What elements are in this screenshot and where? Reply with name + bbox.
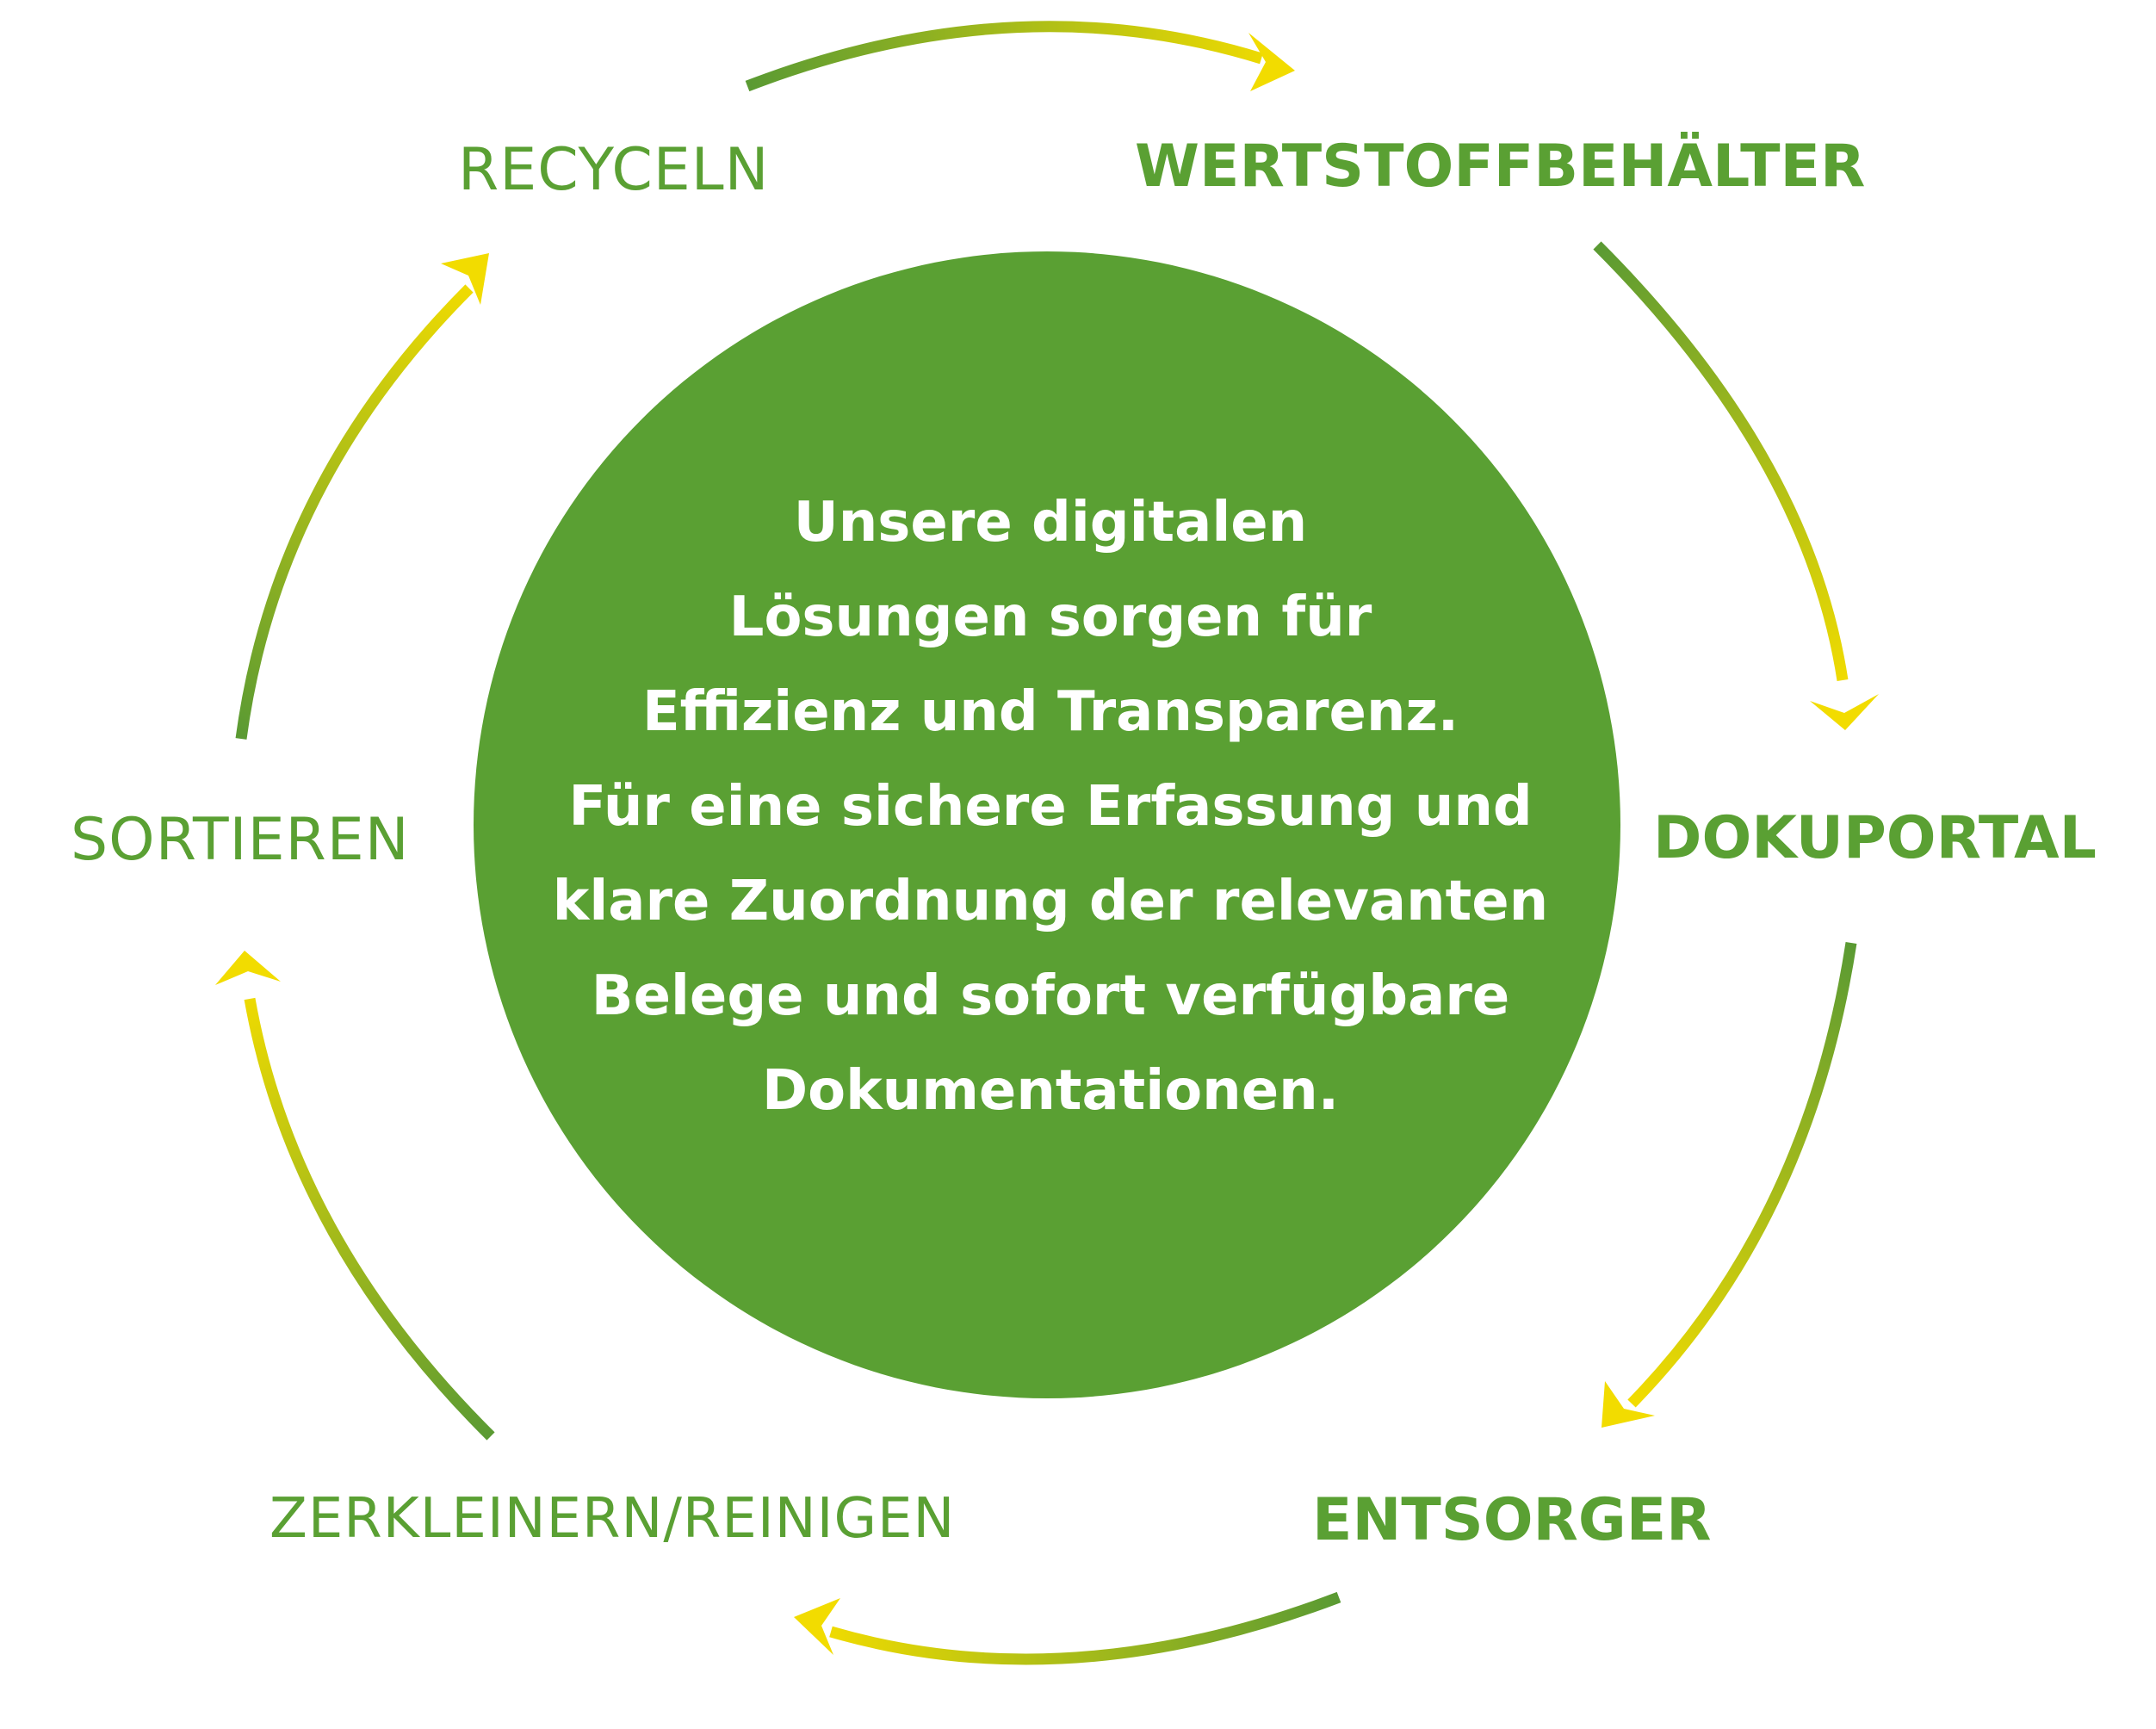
center-text-line: Unsere digitalen — [793, 491, 1308, 555]
center-text-line: Für eine sichere Erfassung und — [568, 775, 1533, 839]
arrowhead-entsorger — [1602, 1381, 1655, 1428]
arrowhead-recyceln — [441, 253, 489, 305]
step-label-entsorger: ENTSORGER — [1312, 1486, 1712, 1554]
step-label-recyceln: RECYCELN — [458, 136, 770, 204]
step-label-dokuportal: DOKUPORTAL — [1653, 804, 2097, 872]
arrowhead-dokuportal — [1810, 694, 1879, 730]
step-label-zerkleinern-reinigen: ZERKLEINERN/REINIGEN — [270, 1487, 956, 1551]
center-text-line: Lösungen sorgen für — [728, 586, 1372, 649]
arrowhead-zerkleinern — [794, 1598, 840, 1655]
center-text-line: Effizienz und Transparenz. — [641, 680, 1459, 744]
arrow-entsorger-to-zerkleinern — [829, 1591, 1341, 1665]
center-circle — [474, 251, 1620, 1398]
step-label-wertstoffbehaelter: WERTSTOFFBEHÄLTER — [1135, 133, 1866, 201]
arrowhead-wertstoffbehaelter — [1248, 33, 1295, 91]
arrow-zerkleinern-to-sortieren — [244, 997, 495, 1441]
step-label-sortieren: SORTIEREN — [71, 806, 410, 874]
center-text-line: Dokumentationen. — [762, 1059, 1339, 1123]
center-description: Unsere digitalen Lösungen sorgen für Eff… — [482, 475, 1619, 1138]
arrow-dokuportal-to-entsorger — [1627, 942, 1857, 1408]
center-text-line: Belege und sofort verfügbare — [591, 964, 1510, 1028]
arrow-sortieren-to-recyceln — [235, 284, 474, 740]
arrowhead-sortieren — [215, 951, 281, 985]
center-text-line: klare Zuordnung der relevanten — [552, 870, 1549, 933]
arrow-recyceln-to-wertstoffbehaelter — [745, 21, 1263, 92]
arrow-wertstoffbehaelter-to-dokuportal — [1593, 241, 1849, 681]
